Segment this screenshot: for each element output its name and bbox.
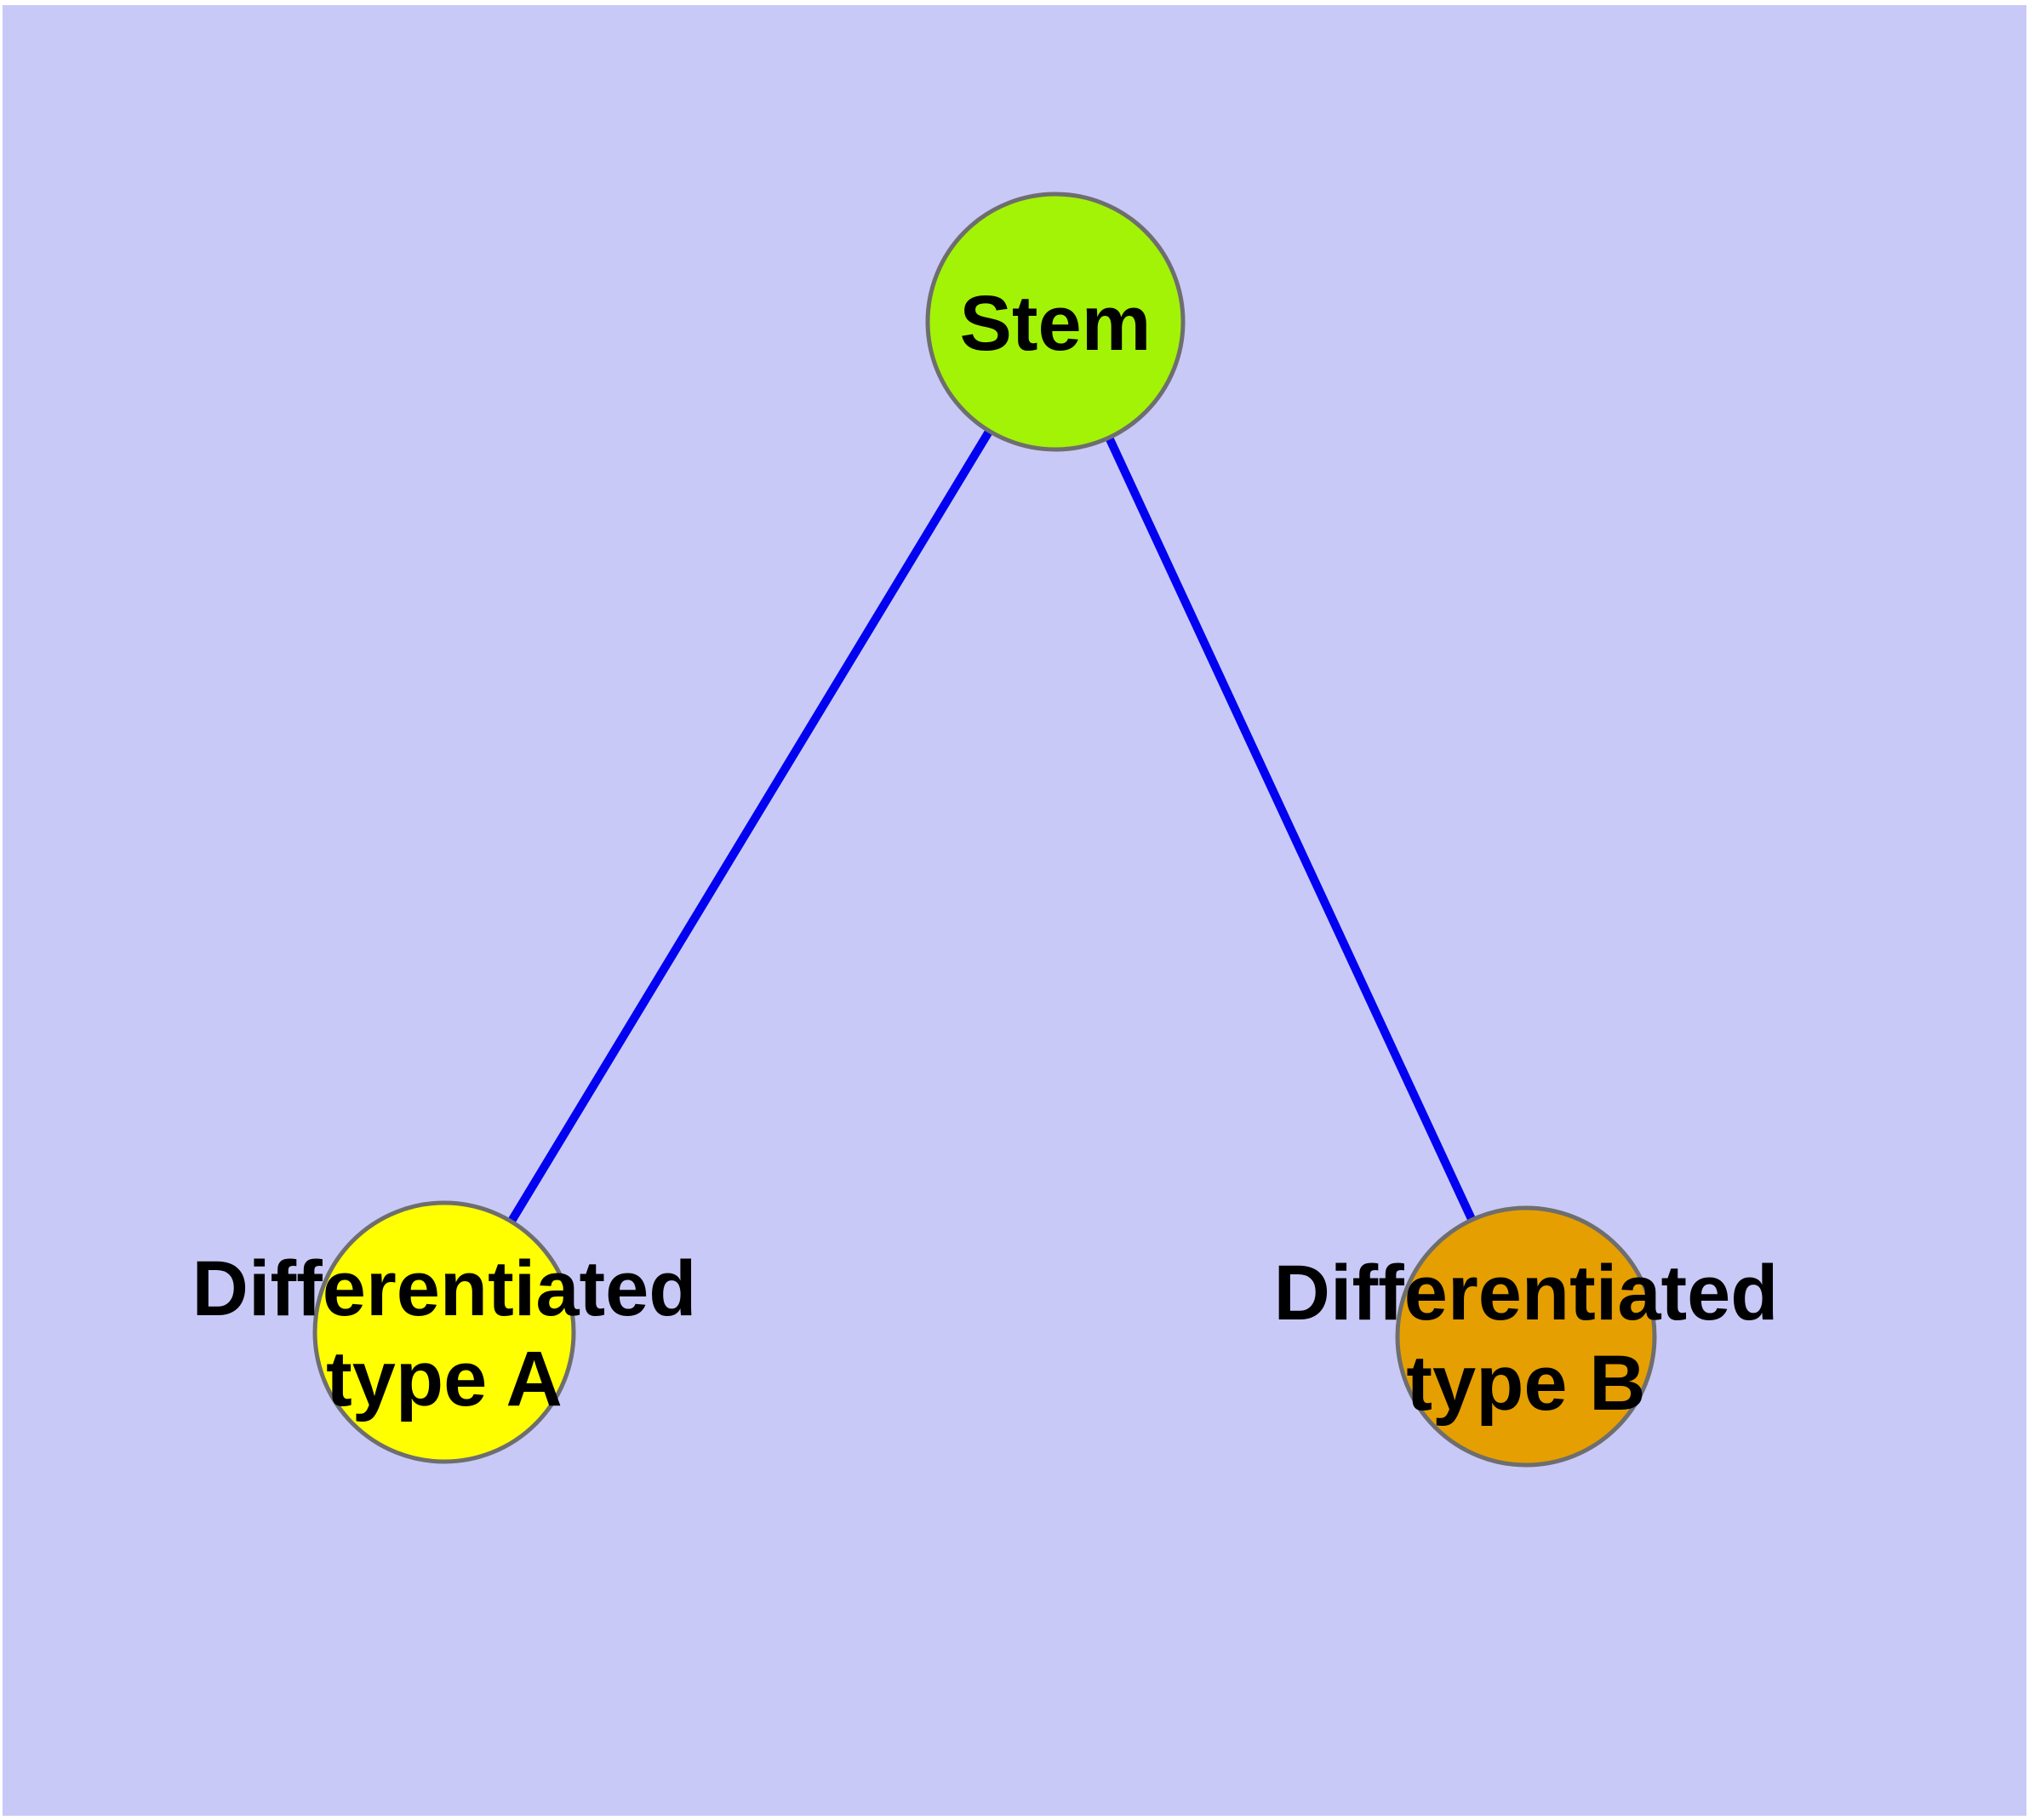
differentiated-type-a-node (312, 1200, 576, 1464)
differentiated-type-b-label-line1: Differentiated (1274, 1250, 1779, 1336)
differentiated-type-b-label-line2: type B (1406, 1340, 1645, 1427)
edge-stem-to-type-a (440, 319, 1060, 1335)
differentiated-type-a-label-line1: Differentiated (192, 1245, 697, 1332)
differentiated-type-a-label-line2: type A (326, 1336, 563, 1422)
stem-node-label: Stem (960, 280, 1152, 367)
edge-stem-to-type-b (1051, 319, 1530, 1339)
stem-node (925, 192, 1186, 452)
differentiated-type-b-node (1395, 1205, 1657, 1468)
